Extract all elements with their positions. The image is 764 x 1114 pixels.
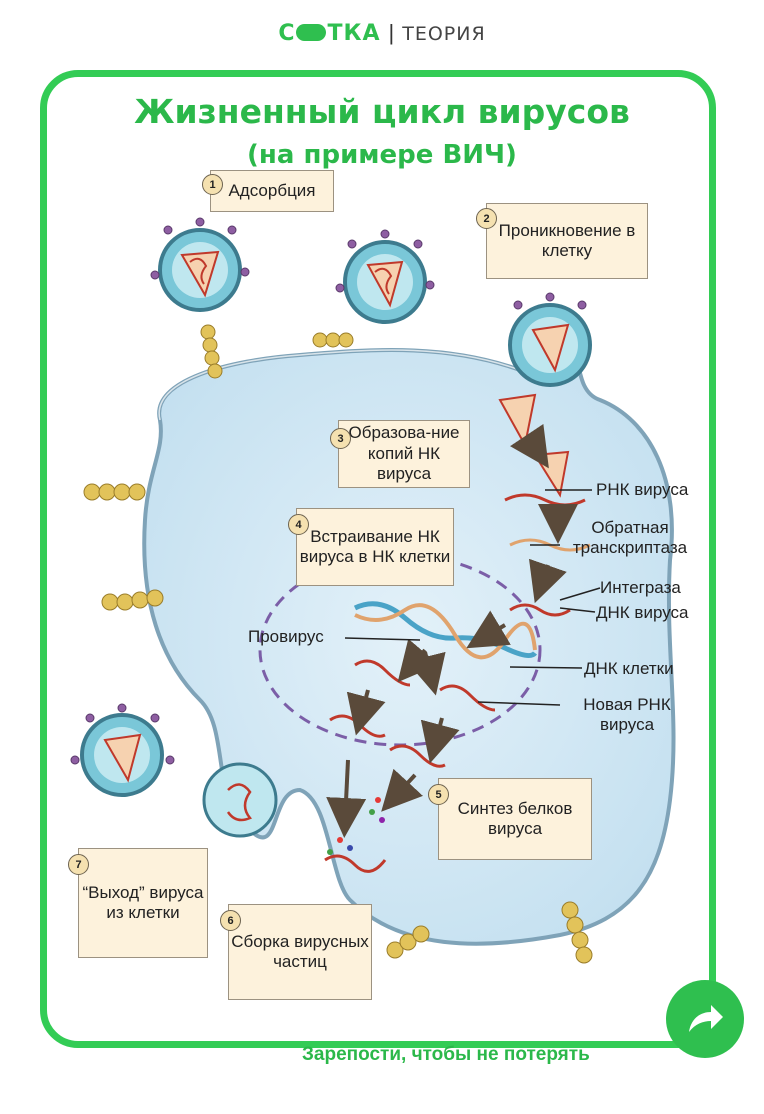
page-title: Жизненный цикл вирусов bbox=[134, 92, 630, 131]
step-number-1: 1 bbox=[202, 174, 223, 195]
step-number-4: 4 bbox=[288, 514, 309, 535]
header-section: ТЕОРИЯ bbox=[402, 23, 486, 45]
virus-particle-1 bbox=[158, 228, 242, 312]
share-arrow-icon bbox=[689, 1005, 723, 1032]
label-provirus: Провирус bbox=[248, 627, 324, 646]
virus-spikes bbox=[70, 217, 587, 765]
header-separator: | bbox=[388, 20, 395, 45]
step-box-4: Встраивание НК вируса в НК клетки bbox=[296, 508, 454, 586]
step-box-2: Проникновение в клетку bbox=[486, 203, 648, 279]
virus-particle-released bbox=[80, 713, 164, 797]
share-button[interactable] bbox=[666, 980, 744, 1058]
step-number-5: 5 bbox=[428, 784, 449, 805]
step-number-2: 2 bbox=[476, 208, 497, 229]
label-integrase: Интеграза bbox=[600, 578, 681, 597]
receptor-chains bbox=[83, 324, 593, 964]
page-subtitle: (на примере ВИЧ) bbox=[247, 140, 517, 170]
step-box-1: Адсорбция bbox=[210, 170, 334, 212]
virus-particle-2 bbox=[343, 240, 427, 324]
step-box-6: Сборка вирусных частиц bbox=[228, 904, 372, 1000]
label-dna-virus: ДНК вируса bbox=[596, 603, 689, 622]
label-rna-virus: РНК вируса bbox=[596, 480, 689, 499]
label-new-rna: Новая РНК вируса bbox=[583, 695, 671, 735]
nucleic-acid-strands bbox=[324, 493, 591, 873]
footer-cta: Зарепости, чтобы не потерять bbox=[302, 1044, 590, 1065]
label-reverse-transcriptase: Обратная транскриптаза bbox=[572, 518, 688, 558]
step-box-5: Синтез белков вируса bbox=[438, 778, 592, 860]
content-frame bbox=[40, 70, 716, 1048]
label-dna-cell: ДНК клетки bbox=[584, 659, 674, 678]
flow-arrows bbox=[326, 423, 578, 838]
step-number-3: 3 bbox=[330, 428, 351, 449]
step-number-6: 6 bbox=[220, 910, 241, 931]
step-box-3: Образова-ние копий НК вируса bbox=[338, 420, 470, 488]
virus-particle-entering bbox=[508, 303, 592, 387]
label-leaders bbox=[344, 489, 601, 706]
step-box-7: “Выход” вируса из клетки bbox=[78, 848, 208, 958]
budding-vesicle bbox=[202, 762, 278, 838]
step-number-7: 7 bbox=[68, 854, 89, 875]
